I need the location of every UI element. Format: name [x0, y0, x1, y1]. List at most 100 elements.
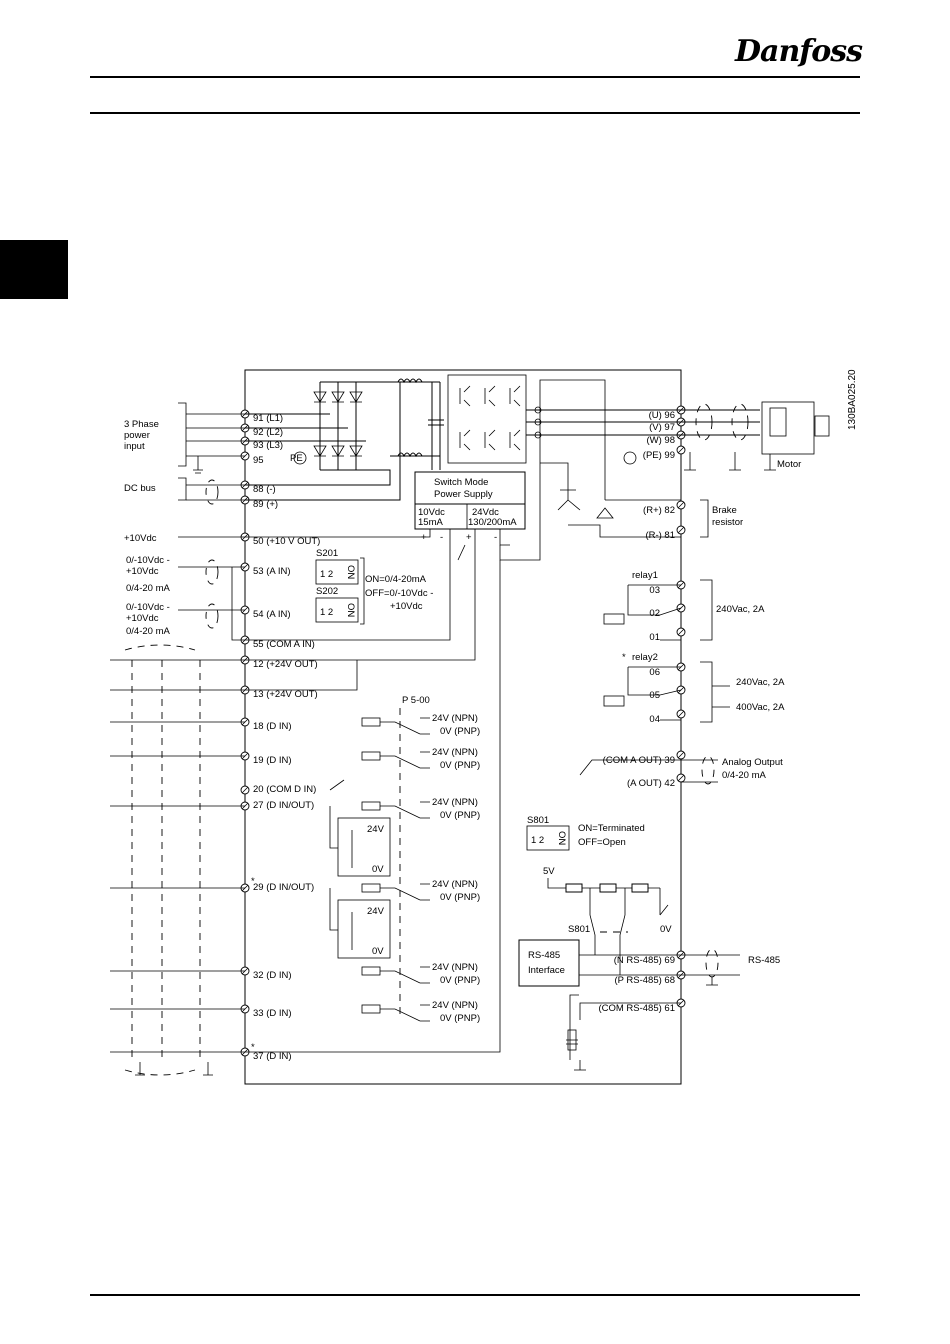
s801-switch: [526, 825, 570, 851]
dc-link-capacitor: [428, 382, 444, 470]
terminal-label-left: 19 (D IN): [253, 755, 292, 766]
s201-on: ON: [345, 565, 356, 579]
zero-v-label: 0V: [660, 924, 672, 935]
pe99-ground-icon: [623, 451, 637, 465]
din-resistor: [361, 801, 381, 811]
terminal-label-right: 04: [649, 714, 660, 725]
din-resistor: [361, 717, 381, 727]
dc-bus-bracket: [178, 477, 187, 501]
motor-ground-icons: [684, 452, 776, 471]
terminal-label-left: 54 (A IN): [253, 609, 291, 620]
s801-pos: 1 2: [531, 835, 544, 846]
terminal-label-right: 05: [649, 690, 660, 701]
header-rule-top: [90, 76, 860, 78]
terminal-label-left: 29 (D IN/OUT): [253, 882, 314, 893]
pe-label: PE: [290, 453, 303, 464]
digital-input-switch-group: 24V (NPN) 0V (PNP) 24V (NPN) 0V (PNP) 24V (N…: [329, 713, 480, 1024]
terminal-label-left: 18 (D IN): [253, 721, 292, 732]
terminal-label-right: (R+) 82: [643, 505, 675, 516]
rs485-label: RS-485: [748, 955, 780, 966]
terminal-label-right: (R-) 81: [645, 530, 675, 541]
t29-0v: 0V: [372, 946, 384, 957]
figure-id: 130BA025.20: [847, 369, 858, 430]
igbt-symbols: [459, 385, 521, 451]
rs485-shield: [705, 948, 719, 978]
header-rule-bottom: [90, 112, 860, 114]
cable-shield-lines: [131, 660, 201, 1060]
s801-switch-label: S801: [568, 924, 590, 935]
pnp-label: 0V (PNP): [440, 810, 480, 821]
terminal-label-left: 89 (+): [253, 499, 278, 510]
ain1-label-1: 0/-10Vdc -: [126, 555, 170, 566]
input-ground-icon: [193, 456, 203, 474]
terminal-label-left: 32 (D IN): [253, 970, 292, 981]
plus10vdc-label: +10Vdc: [124, 533, 157, 544]
cable-shield-ends: [124, 644, 196, 1076]
three-phase-bracket: [178, 402, 187, 467]
motor-output-wires: [526, 409, 681, 436]
s801-on: ON: [556, 831, 567, 845]
three-phase-label-2: power: [124, 430, 150, 441]
pnp-label: 0V (PNP): [440, 760, 480, 771]
motor-cable-shield-2: [731, 403, 749, 441]
footer-rule: [90, 1294, 860, 1296]
ain1-label-2: +10Vdc: [126, 566, 159, 577]
relay1-contacts: [627, 584, 682, 641]
smps-130ma: 130/200mA: [468, 517, 517, 528]
analog-switch-legend-2: OFF=0/-10Vdc -: [365, 588, 433, 599]
terminal-label-left: 13 (+24V OUT): [253, 689, 318, 700]
control-ground-wiring: [457, 379, 606, 561]
analog-out-shield: [701, 755, 715, 785]
pnp-label: 0V (PNP): [440, 726, 480, 737]
s801-label: S801: [527, 815, 549, 826]
smps-24vdc: 24Vdc: [472, 507, 499, 518]
s201-switch: [315, 559, 359, 585]
five-volt-label: 5V: [543, 866, 555, 877]
pe-ground-icon: [293, 451, 307, 465]
terminal-label-left: 93 (L3): [253, 440, 283, 451]
t29-24v: 24V: [367, 906, 385, 917]
rs485-interface-box: [518, 939, 580, 987]
npn-label: 24V (NPN): [432, 879, 478, 890]
terminal-label-left: 20 (COM D IN): [253, 784, 316, 795]
s202-switch: [315, 597, 359, 623]
terminal-label-right: 01: [649, 632, 660, 643]
pnp-label: 0V (PNP): [440, 892, 480, 903]
pnp-label: 0V (PNP): [440, 975, 480, 986]
motor-body: [761, 401, 815, 455]
inverter-bridge: [447, 374, 527, 464]
terminal-label-right: (U) 96: [649, 410, 675, 421]
smps-sign-4: -: [494, 532, 497, 543]
npn-label: 24V (NPN): [432, 747, 478, 758]
s202-label: S202: [316, 586, 338, 597]
s201-label: S201: [316, 548, 338, 559]
terminal-label-left: 37 (D IN): [253, 1051, 292, 1062]
s202-pos: 1 2: [320, 607, 333, 618]
analog-switch-legend-3: +10Vdc: [390, 601, 423, 612]
s801-legend-1: ON=Terminated: [578, 823, 645, 834]
dc-bus-label: DC bus: [124, 483, 156, 494]
relay1-rating: 240Vac, 2A: [716, 604, 765, 615]
npn-label: 24V (NPN): [432, 713, 478, 724]
terminal-label-right: (A OUT) 42: [627, 778, 675, 789]
terminal-label-left: 12 (+24V OUT): [253, 659, 318, 670]
motor-shaft: [814, 415, 830, 437]
smps-title-2: Power Supply: [434, 489, 493, 500]
motor-terminal-box: [769, 407, 787, 437]
dc-bus-shield: [205, 479, 219, 505]
relay2-rating-2: 400Vac, 2A: [736, 702, 785, 713]
terminal-label-right: 06: [649, 667, 660, 678]
din-resistor: [361, 1004, 381, 1014]
ain2-shield: [205, 603, 219, 629]
smps-sign-3: +: [466, 532, 472, 543]
terminal-label-right: 03: [649, 585, 660, 596]
relay2-label: relay2: [632, 652, 658, 663]
dc-bus-wires: [186, 484, 245, 501]
rectifier-wiring: [245, 381, 401, 501]
analog-input-wires: [178, 566, 245, 641]
din-resistor: [361, 966, 381, 976]
npn-label: 24V (NPN): [432, 1000, 478, 1011]
s201-pos: 1 2: [320, 569, 333, 580]
s801-legend-2: OFF=Open: [578, 837, 626, 848]
